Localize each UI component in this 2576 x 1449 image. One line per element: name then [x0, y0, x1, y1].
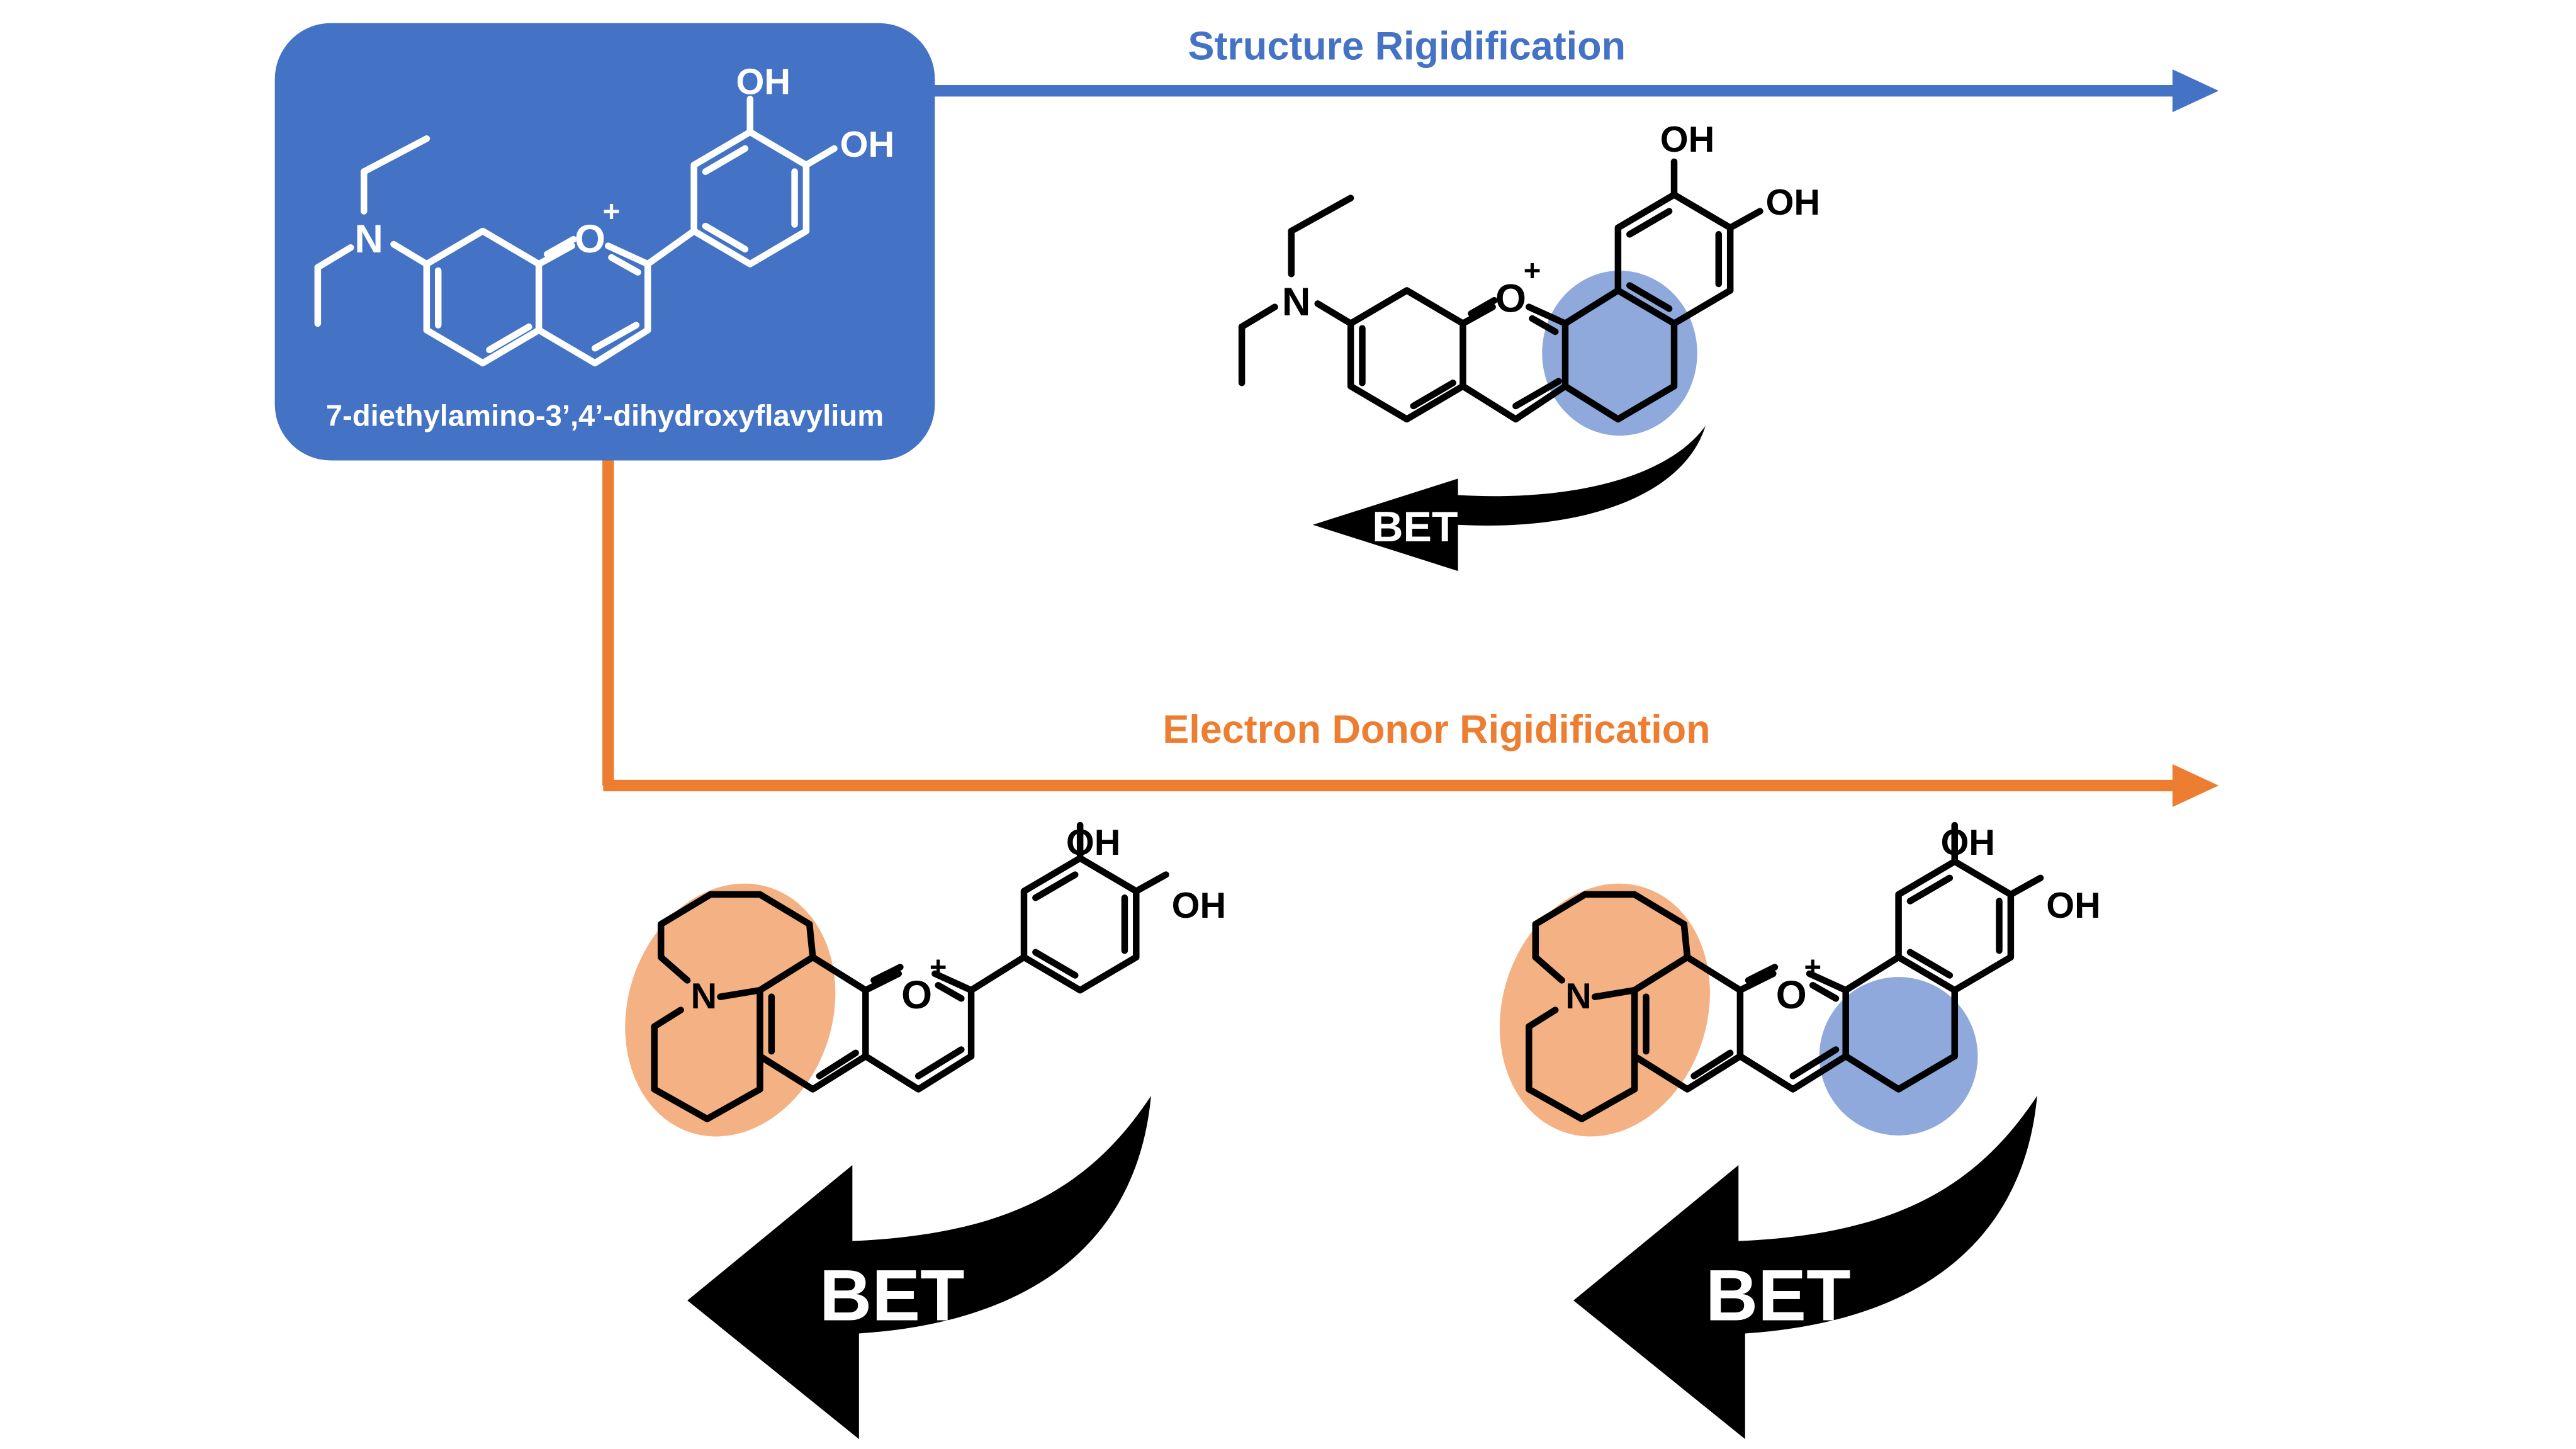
bet-label-large-1: BET	[819, 1255, 965, 1336]
product3-oh-top: OH	[1940, 823, 1995, 863]
bet-arrow-small: BET	[1312, 426, 1706, 572]
product3-oh-right: OH	[2046, 886, 2101, 926]
donor-julolidine-highlight	[625, 883, 836, 1137]
both-julolidine-highlight	[1499, 883, 1710, 1137]
product2-charge: +	[930, 950, 947, 984]
bet-arrow-large-2: BET	[1573, 1095, 2037, 1440]
product3-nitrogen: N	[1565, 976, 1592, 1017]
product1-oh-right: OH	[1766, 183, 1821, 223]
parent-oh-top: OH	[736, 62, 790, 102]
bet-label-large-2: BET	[1706, 1255, 1851, 1336]
product1-nitrogen: N	[1282, 280, 1310, 324]
parent-nitrogen: N	[354, 217, 383, 261]
product3-charge: +	[1804, 950, 1821, 984]
product2-oh-top: OH	[1066, 823, 1121, 863]
parent-compound-name: 7-diethylamino-3’,4’-dihydroxyflavylium	[326, 399, 884, 432]
product-donor-rigidified: N O + OH OH BET	[625, 821, 1227, 1440]
product2-oh-right: OH	[1172, 886, 1227, 926]
product1-oxygen: O	[1495, 277, 1526, 321]
product-structure-rigidified: N O + OH OH BET	[1238, 120, 1821, 572]
bet-arrow-large-1: BET	[687, 1095, 1151, 1440]
parent-charge: +	[603, 195, 621, 228]
bet-label-small: BET	[1372, 503, 1458, 551]
product3-oxygen: O	[1776, 973, 1807, 1017]
donor-rigidification-label: Electron Donor Rigidification	[1162, 708, 1710, 752]
product1-charge: +	[1524, 254, 1541, 288]
donor-rigidification-arrow	[602, 458, 2219, 808]
structure-rigidification-arrow	[925, 69, 2219, 113]
parent-compound-box: N O + OH OH 7-diethylamino-3’,4’-dihydro…	[274, 23, 935, 461]
product2-oxygen: O	[901, 973, 932, 1017]
parent-oh-right: OH	[840, 125, 895, 165]
product1-oh-top: OH	[1660, 120, 1715, 160]
product-both-rigidified: N O + OH OH BET	[1499, 821, 2101, 1440]
parent-oxygen: O	[575, 217, 605, 261]
structure-rigidification-label: Structure Rigidification	[1188, 24, 1626, 68]
parent-structure	[314, 96, 838, 367]
both-ring-highlight	[1819, 977, 1978, 1136]
product2-nitrogen: N	[691, 976, 717, 1017]
